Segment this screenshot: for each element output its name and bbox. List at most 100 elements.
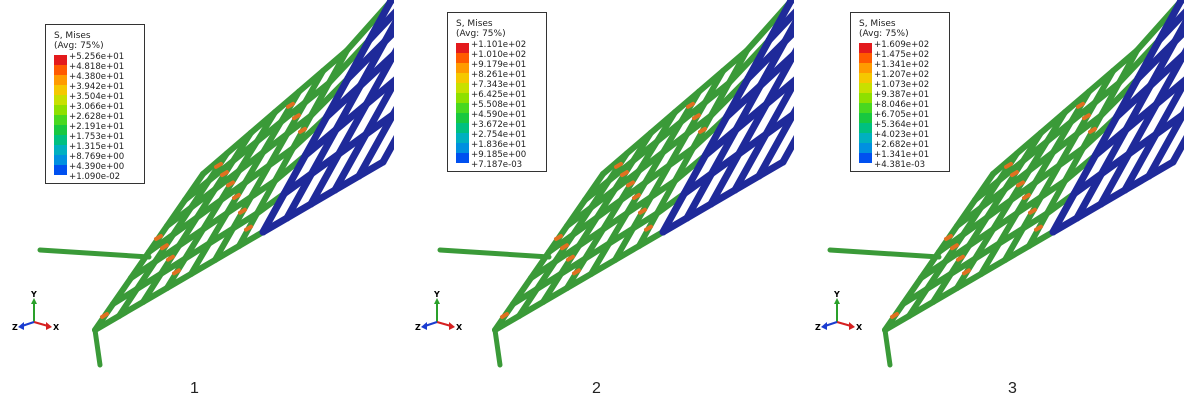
legend-value: +5.256e+01 <box>69 52 125 62</box>
color-swatch <box>54 105 67 115</box>
stent-strut <box>298 126 307 134</box>
stent-strut <box>735 100 770 158</box>
color-swatch <box>54 115 67 125</box>
color-swatch <box>859 53 872 63</box>
legend-value: +2.191e+01 <box>69 122 125 132</box>
stent-strut <box>950 243 959 251</box>
legend-value: +1.101e+02 <box>471 40 527 50</box>
stent-strut <box>900 275 924 307</box>
legend-value: +1.315e+01 <box>69 142 125 152</box>
color-scale-bar <box>859 43 872 163</box>
legend-value: +3.504e+01 <box>69 92 125 102</box>
stent-strut <box>110 275 134 307</box>
color-swatch <box>859 43 872 53</box>
stent-strut <box>292 113 301 121</box>
stent-strut <box>978 240 1002 277</box>
legend-subtitle: (Avg: 75%) <box>456 29 506 39</box>
svg-text:Z: Z <box>12 323 18 332</box>
color-swatch <box>456 73 469 83</box>
stent-strut <box>683 170 715 222</box>
legend-value: +6.705e+01 <box>874 110 930 120</box>
stent-strut <box>307 150 343 208</box>
legend-title: S, Mises <box>859 19 896 29</box>
stent-strut <box>744 36 773 82</box>
stent-strut <box>686 101 695 109</box>
stent-strut <box>326 47 350 86</box>
legend-value: +9.179e+01 <box>471 60 527 70</box>
stent-strut <box>1098 80 1122 119</box>
legend-title: S, Mises <box>456 19 493 29</box>
color-swatch <box>456 63 469 73</box>
stent-strut <box>701 113 731 159</box>
legend-value: +2.682e+01 <box>874 140 930 150</box>
legend-value: +4.590e+01 <box>471 110 527 120</box>
stent-strut <box>1076 101 1085 109</box>
legend-values: +1.609e+02+1.475e+02+1.341e+02+1.207e+02… <box>874 40 929 170</box>
stent-mesh <box>827 0 1184 368</box>
stent-strut <box>260 119 284 156</box>
legend-value: +3.672e+01 <box>471 120 527 130</box>
legend-value: +1.753e+01 <box>69 132 125 142</box>
stent-strut <box>707 126 740 178</box>
stent-strut <box>214 161 223 169</box>
color-swatch <box>456 93 469 103</box>
stent-strut <box>924 258 948 292</box>
stent-strut <box>660 119 684 156</box>
stress-legend: S, Mises (Avg: 75%) +5.256e+01+4.818e+01… <box>45 24 145 184</box>
stent-strut <box>984 186 1008 221</box>
stent-strut <box>226 180 235 188</box>
stent-strut <box>254 109 278 145</box>
stent-strut <box>266 131 290 169</box>
legend-value: +8.046e+01 <box>874 100 930 110</box>
stent-strut <box>779 135 794 166</box>
stent-strut <box>978 177 1002 211</box>
legend-value: +4.381e-03 <box>874 160 926 170</box>
stent-strut <box>708 80 732 119</box>
stent-strut <box>1121 130 1160 194</box>
stent-strut <box>566 254 575 262</box>
stent-strut <box>344 36 373 82</box>
stent-strut <box>188 240 212 277</box>
stent-strut <box>723 74 752 121</box>
stent-strut <box>648 162 672 200</box>
stent-strut <box>1038 162 1062 200</box>
stent-strut <box>516 285 540 319</box>
color-swatch <box>54 55 67 65</box>
svg-text:X: X <box>456 323 463 332</box>
stent-strut <box>540 270 564 305</box>
legend-value: +5.508e+01 <box>471 100 527 110</box>
stent-strut <box>302 68 326 106</box>
stent-strut <box>236 138 260 174</box>
stent-strut <box>1032 149 1056 186</box>
stent-strut <box>254 177 278 217</box>
stent-strut <box>355 111 394 180</box>
color-swatch <box>54 65 67 75</box>
color-swatch <box>456 143 469 153</box>
stent-strut <box>166 254 175 262</box>
stent-strut <box>572 268 581 276</box>
legend-value: +2.754e+01 <box>471 130 527 140</box>
panel-3: S, Mises (Avg: 75%) +1.609e+02+1.475e+02… <box>790 0 1184 397</box>
stent-strut <box>1097 150 1133 208</box>
stent-strut <box>882 327 893 368</box>
stent-strut <box>1152 76 1184 138</box>
stent-strut <box>594 186 618 221</box>
stent-mesh <box>37 0 394 368</box>
stent-strut <box>996 210 1020 247</box>
svg-text:Y: Y <box>833 290 840 299</box>
color-swatch <box>54 75 67 85</box>
stent-strut <box>307 126 340 178</box>
svg-text:X: X <box>856 323 863 332</box>
color-swatch <box>456 103 469 113</box>
stent-strut <box>626 180 635 188</box>
color-swatch <box>456 123 469 133</box>
stent-strut <box>588 177 612 211</box>
panel-number: 1 <box>190 380 199 397</box>
stent-strut <box>582 226 606 262</box>
stent-strut <box>554 234 563 241</box>
stent-strut <box>365 0 394 44</box>
stent-strut <box>331 130 370 194</box>
stent-strut <box>1026 138 1050 174</box>
stent-strut <box>1016 180 1025 188</box>
stent-strut <box>960 204 984 238</box>
